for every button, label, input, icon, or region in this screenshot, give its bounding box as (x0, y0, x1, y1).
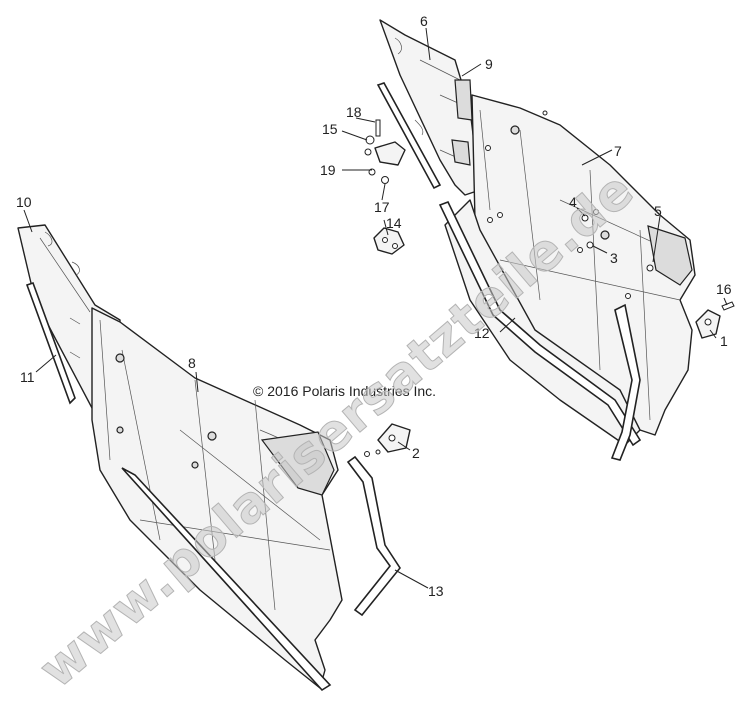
callout-8: 8 (188, 355, 196, 371)
callout-18: 18 (346, 104, 362, 120)
hardware-parts (364, 110, 735, 457)
callout-3: 3 (610, 250, 618, 266)
callout-5: 5 (654, 203, 662, 219)
callout-15: 15 (322, 121, 338, 137)
callout-1: 1 (720, 333, 728, 349)
seal-right-lower[interactable] (610, 303, 641, 461)
leader-lines (23, 27, 728, 589)
callout-14: 14 (386, 215, 402, 231)
seal-11[interactable] (25, 281, 76, 405)
callouts: 10 11 8 6 9 18 15 19 17 14 7 4 5 3 16 12… (16, 13, 732, 599)
seal-strip-upper[interactable] (376, 82, 442, 190)
hinge-bracket-upper[interactable] (374, 141, 406, 166)
callout-16: 16 (716, 281, 732, 297)
bolt-16[interactable] (721, 301, 735, 311)
callout-6: 6 (420, 13, 428, 29)
callout-7: 7 (614, 143, 622, 159)
seal-13[interactable] (346, 455, 401, 617)
callout-19: 19 (320, 162, 336, 178)
callout-17: 17 (374, 199, 390, 215)
screw-18[interactable] (375, 119, 381, 137)
callout-10: 10 (16, 194, 32, 210)
callout-13: 13 (428, 583, 444, 599)
callout-11: 11 (20, 369, 35, 385)
left-door-assembly (17, 224, 343, 692)
copyright-notice: © 2016 Polaris Industries Inc. (253, 383, 436, 399)
screw-3[interactable] (586, 241, 594, 249)
callout-4: 4 (569, 194, 577, 210)
hinge-14[interactable] (373, 227, 405, 255)
callout-9: 9 (485, 56, 493, 72)
screw-17[interactable] (381, 176, 389, 184)
screw-4[interactable] (581, 214, 589, 222)
right-door-assembly (376, 19, 696, 461)
door-panel-8[interactable] (91, 307, 343, 689)
callout-2: 2 (412, 445, 420, 461)
screw-15[interactable] (365, 135, 375, 145)
callout-12: 12 (474, 325, 490, 341)
screw-5[interactable] (646, 264, 654, 272)
